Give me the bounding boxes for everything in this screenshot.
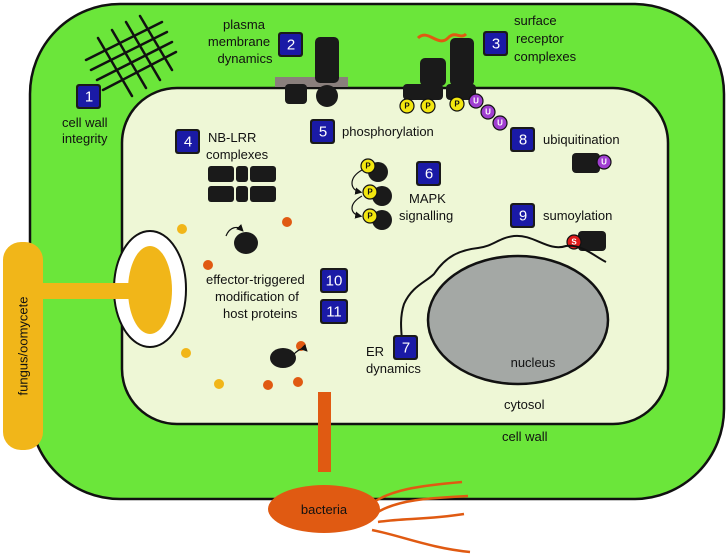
badge-number: 8 (519, 132, 527, 149)
nucleus-label: nucleus (511, 355, 556, 370)
label-effector-triggered: host proteins (223, 306, 298, 321)
label-plasma-membrane: membrane (208, 34, 270, 49)
cytosol-label: cytosol (504, 397, 545, 412)
bacteria (268, 392, 471, 554)
label-cell-wall-integrity: integrity (62, 131, 108, 146)
mapk-cascade-icon (351, 158, 392, 230)
badge-number: 6 (425, 166, 433, 183)
label-plasma-membrane: dynamics (218, 51, 273, 66)
label-cell-wall-integrity: cell wall (62, 115, 108, 130)
label-mapk: signalling (399, 208, 453, 223)
mapk-phospho-mark: P (365, 162, 371, 171)
receptor-phospho-mark: P (404, 102, 410, 111)
cell-wall-label: cell wall (502, 429, 548, 444)
ubiquitination-icon (572, 153, 612, 173)
label-er-dynamics: dynamics (366, 361, 421, 376)
nb-lrr-complex-icon (208, 166, 276, 202)
label-plasma-membrane: plasma (223, 17, 266, 32)
badge-number: 10 (326, 273, 343, 290)
label-surface-receptor: complexes (514, 49, 577, 64)
surface-receptor-icon (403, 32, 476, 100)
label-effector-triggered: effector-triggered (206, 272, 305, 287)
mapk-phospho-mark: P (367, 188, 373, 197)
badge-number: 2 (287, 37, 295, 54)
nucleus (426, 254, 610, 386)
badge-number: 4 (184, 134, 192, 151)
fungus-oomycete (3, 230, 187, 450)
er-membrane (400, 234, 607, 357)
mapk-phospho-mark: P (367, 212, 373, 221)
receptor-ubiquitin-mark: U (497, 119, 503, 128)
cell-wall-mesh-icon (84, 14, 178, 98)
membrane-protein-icon (275, 37, 348, 107)
label-nb-lrr: complexes (206, 147, 269, 162)
label-ubiquitination: ubiquitination (543, 132, 620, 147)
badge-number: 3 (492, 36, 500, 53)
badge-number: 5 (319, 124, 327, 141)
label-surface-receptor: receptor (516, 31, 564, 46)
effector-target-protein-icon (225, 224, 308, 368)
receptor-ubiquitin-mark: U (473, 97, 479, 106)
process-badges (76, 31, 535, 360)
badge-number: 1 (85, 89, 93, 106)
receptor-phospho-mark: P (454, 100, 460, 109)
bacteria-label: bacteria (301, 502, 348, 517)
label-surface-receptor: surface (514, 13, 557, 28)
badge-number: 9 (519, 208, 527, 225)
label-er-dynamics: ER (366, 344, 384, 359)
ubiquitin-mark: U (601, 158, 607, 167)
label-nb-lrr: NB-LRR (208, 130, 256, 145)
sumo-mark: S (571, 238, 577, 247)
receptor-ubiquitin-mark: U (485, 108, 491, 117)
label-sumoylation: sumoylation (543, 208, 612, 223)
label-effector-triggered: modification of (215, 289, 299, 304)
label-phosphorylation: phosphorylation (342, 124, 434, 139)
badge-number: 11 (326, 304, 342, 321)
badge-number: 7 (402, 340, 410, 357)
receptor-phospho-icon (399, 93, 508, 131)
label-mapk: MAPK (409, 191, 446, 206)
fungus-label: fungus/oomycete (16, 296, 31, 395)
receptor-phospho-mark: P (425, 102, 431, 111)
